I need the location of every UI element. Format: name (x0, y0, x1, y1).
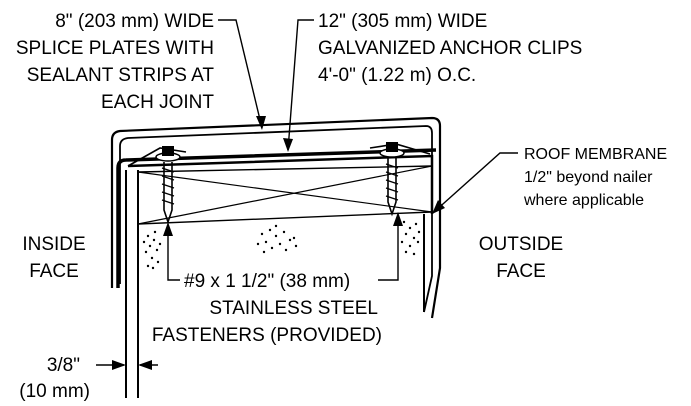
svg-text:GALVANIZED ANCHOR CLIPS: GALVANIZED ANCHOR CLIPS (318, 38, 582, 59)
svg-text:FASTENERS (PROVIDED): FASTENERS (PROVIDED) (152, 325, 382, 346)
leader-membrane-arrow (432, 200, 445, 214)
svg-text:FACE: FACE (29, 261, 79, 282)
leader-anchor (287, 19, 314, 151)
svg-text:where applicable: where applicable (523, 192, 644, 209)
label-inside-face: INSIDE FACE (22, 234, 85, 282)
leader-membrane (433, 152, 518, 213)
svg-text:1/2" beyond nailer: 1/2" beyond nailer (524, 169, 653, 186)
nailer-diagonal-1 (137, 171, 433, 213)
label-dimension: 3/8" (10 mm) (19, 355, 90, 402)
leader-fastener-left-arrow (163, 222, 173, 236)
label-outside-face: OUTSIDE FACE (479, 234, 563, 282)
leader-splice (218, 19, 263, 129)
svg-text:ROOF MEMBRANE: ROOF MEMBRANE (524, 146, 667, 163)
leader-fastener-right-arrow (393, 212, 403, 226)
svg-text:SPLICE PLATES WITH: SPLICE PLATES WITH (16, 38, 214, 59)
nailer-bottom (137, 211, 433, 225)
svg-text:EACH JOINT: EACH JOINT (101, 92, 214, 113)
svg-text:#9 x 1 1/2" (38 mm): #9 x 1 1/2" (38 mm) (184, 271, 350, 292)
dim-arrow-right (138, 360, 152, 370)
label-fasteners: #9 x 1 1/2" (38 mm) STAINLESS STEEL FAST… (152, 271, 382, 346)
fastener-left (155, 146, 181, 225)
label-roof-membrane: ROOF MEMBRANE 1/2" beyond nailer where a… (523, 146, 667, 209)
svg-text:STAINLESS STEEL: STAINLESS STEEL (209, 298, 378, 319)
coping-body (116, 148, 437, 288)
svg-text:INSIDE: INSIDE (22, 234, 85, 255)
stipple-right (400, 220, 421, 256)
dim-arrow-left (112, 360, 126, 370)
fastener-right (379, 142, 405, 217)
splice-plate (110, 116, 442, 319)
stipple-center (256, 224, 298, 254)
leader-fastener-left (167, 226, 180, 281)
svg-text:4'-0" (1.22 m) O.C.: 4'-0" (1.22 m) O.C. (318, 65, 476, 86)
leader-fastener-right (378, 216, 399, 281)
svg-text:12" (305 mm) WIDE: 12" (305 mm) WIDE (318, 11, 487, 32)
svg-text:OUTSIDE: OUTSIDE (479, 234, 563, 255)
svg-text:SEALANT STRIPS AT: SEALANT STRIPS AT (27, 65, 215, 86)
nailer-top (137, 165, 433, 173)
splice-plate-inner (119, 125, 433, 313)
svg-text:FACE: FACE (496, 261, 546, 282)
anchor-clip-tab-left (127, 147, 187, 167)
svg-text:3/8": 3/8" (47, 355, 80, 376)
label-splice-plates: 8" (203 mm) WIDE SPLICE PLATES WITH SEAL… (16, 11, 215, 113)
leader-splice-arrow (256, 116, 266, 130)
label-anchor-clips: 12" (305 mm) WIDE GALVANIZED ANCHOR CLIP… (318, 11, 582, 86)
anchor-clip (127, 154, 434, 214)
nailer-diagonal-2 (137, 165, 433, 225)
leader-anchor-arrow (283, 138, 293, 152)
svg-text:8" (203 mm) WIDE: 8" (203 mm) WIDE (55, 11, 214, 32)
stipple-left (142, 230, 162, 270)
svg-text:(10 mm): (10 mm) (19, 381, 90, 402)
